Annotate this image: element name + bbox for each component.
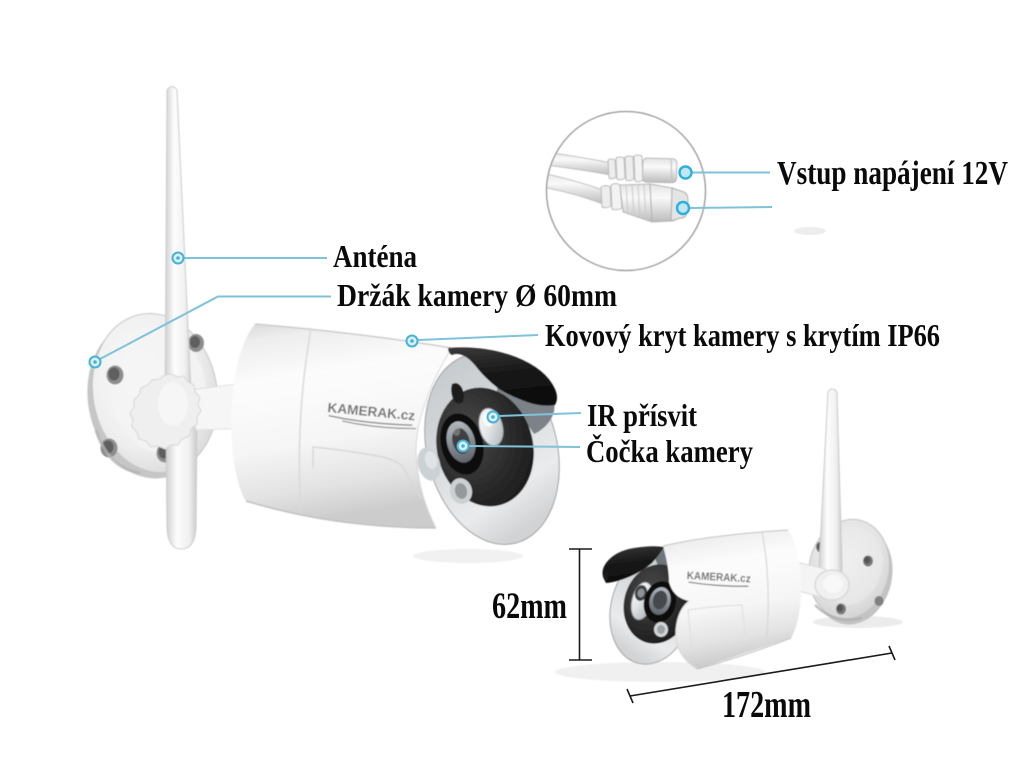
- svg-text:Kovový kryt kamery s krytím IP: Kovový kryt kamery s krytím IP66: [545, 317, 940, 353]
- svg-text:IR přísvit: IR přísvit: [587, 397, 697, 433]
- svg-text:Držák kamery Ø 60mm: Držák kamery Ø 60mm: [337, 277, 617, 313]
- svg-text:172mm: 172mm: [722, 684, 811, 726]
- svg-text:Čočka kamery: Čočka kamery: [586, 433, 753, 469]
- svg-text:KAMERAK.cz: KAMERAK.cz: [686, 570, 751, 585]
- svg-text:Vstup napájení 12V: Vstup napájení 12V: [777, 155, 1008, 192]
- svg-text:Anténa: Anténa: [333, 238, 417, 274]
- svg-text:62mm: 62mm: [492, 586, 567, 627]
